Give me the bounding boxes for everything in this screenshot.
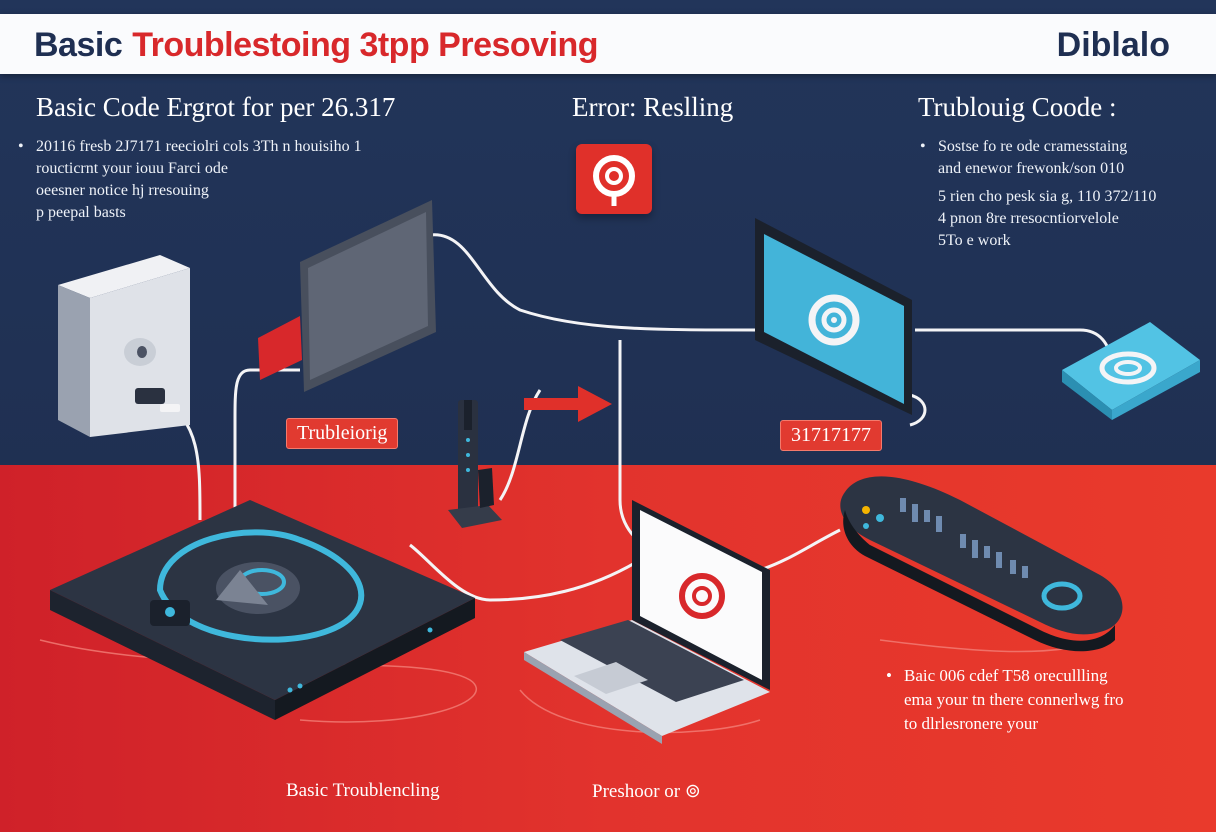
router-device-icon bbox=[1062, 322, 1200, 420]
bottom-label-right: Preshoor or ⊚ bbox=[592, 781, 701, 802]
server-icon bbox=[58, 255, 190, 437]
left-paragraph: • 20116 fresb 2J7171 reeciolri cols 3Th … bbox=[18, 136, 362, 224]
bottom-line-3: to dlrlesronere your bbox=[904, 714, 1039, 733]
right-line-1: Sostse fo re ode cramesstaing bbox=[938, 138, 1128, 155]
bottom-line-1: Baic 006 cdef T58 orecullling bbox=[904, 666, 1108, 685]
right-paragraph: • Sostse fo re ode cramesstaing and enew… bbox=[920, 136, 1157, 252]
code-label: 31717177 bbox=[780, 420, 882, 451]
left-heading: Basic Code Ergrot for per 26.317 bbox=[36, 92, 396, 122]
bullet: • bbox=[886, 666, 892, 685]
pin-icon-glyph bbox=[593, 155, 635, 206]
title-part-2: Troublestoing 3tpp Presoving bbox=[132, 26, 599, 64]
bullet: • bbox=[920, 138, 926, 155]
title-part-1: Basic bbox=[34, 26, 123, 64]
bottom-right-paragraph: • Baic 006 cdef T58 orecullling ema your… bbox=[886, 664, 1124, 736]
antenna-icon bbox=[448, 400, 502, 528]
arrow-icon bbox=[524, 386, 612, 422]
monitor-icon bbox=[258, 200, 436, 392]
right-line-5: 5To e work bbox=[938, 232, 1011, 249]
laptop-icon bbox=[524, 500, 770, 744]
bullet: • bbox=[18, 138, 24, 155]
right-line-4: 4 pnon 8re rresocntiorvelole bbox=[938, 210, 1119, 227]
left-line-4: p peepal basts bbox=[36, 204, 126, 221]
bottom-label-left: Basic Troublencling bbox=[286, 780, 440, 801]
right-line-2: and enewor frewonk/son 010 bbox=[938, 160, 1125, 177]
right-line-3: 5 rien cho pesk sia g, 110 372/110 bbox=[938, 188, 1157, 205]
center-heading: Error: Reslling bbox=[572, 92, 734, 122]
left-line-2: roucticrnt your iouu Farci ode bbox=[36, 160, 228, 177]
pin-icon bbox=[576, 144, 652, 214]
left-line-3: oeesner notice hj rresouing bbox=[36, 182, 209, 199]
brand-logo-text: Diblalo bbox=[1056, 26, 1170, 64]
bottom-line-2: ema your tn there connerlwg fro bbox=[904, 690, 1124, 709]
controller-icon bbox=[840, 476, 1123, 652]
troubleshooting-label: Trubleiorig bbox=[286, 418, 399, 449]
display-monitor-icon bbox=[755, 218, 912, 415]
router-icon bbox=[50, 500, 475, 720]
right-heading: Trublouig Coode : bbox=[918, 92, 1117, 122]
left-line-1: 20116 fresb 2J7171 reeciolri cols 3Th n … bbox=[36, 138, 362, 155]
